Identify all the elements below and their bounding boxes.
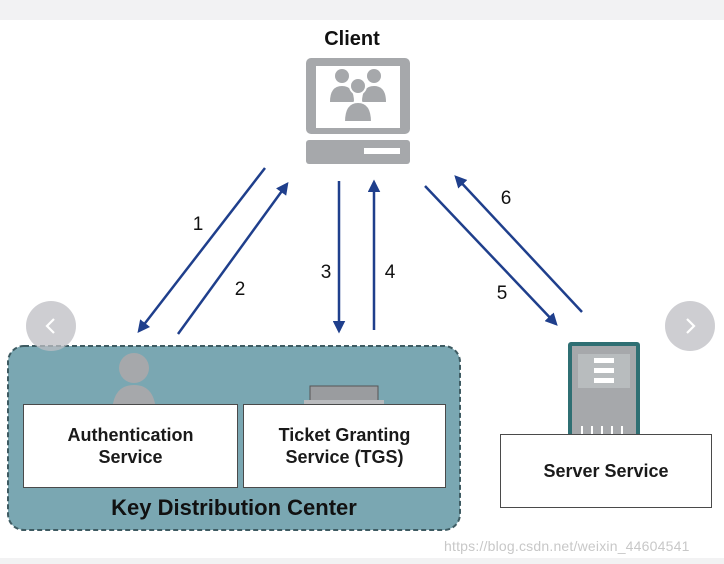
chevron-right-icon — [686, 318, 696, 334]
arrow-step-5 — [424, 185, 558, 326]
step-number-2: 2 — [234, 279, 246, 300]
server-service-label: Server Service — [543, 461, 669, 481]
users-group-icon — [330, 69, 386, 123]
step-number-3: 3 — [320, 262, 332, 283]
arrow-step-2 — [176, 181, 289, 335]
ticket-granting-service-box: Ticket Granting Service (TGS) — [243, 404, 446, 488]
step-number-5: 5 — [496, 283, 508, 304]
authentication-service-line2: Service — [98, 447, 163, 467]
watermark-text: https://blog.csdn.net/weixin_44604541 — [444, 538, 690, 554]
kdc-label: Key Distribution Center — [111, 495, 357, 520]
arrow-step-6 — [454, 175, 583, 313]
server-icon — [568, 342, 640, 442]
arrow-step-1 — [137, 167, 266, 333]
client-label: Client — [324, 28, 380, 50]
step-number-4: 4 — [384, 262, 396, 283]
next-button[interactable] — [665, 301, 715, 351]
tgs-line2: Service (TGS) — [285, 447, 404, 467]
authentication-service-line1: Authentication — [67, 425, 194, 445]
step-number-1: 1 — [192, 214, 204, 235]
server-service-box: Server Service — [500, 434, 712, 508]
prev-button[interactable] — [26, 301, 76, 351]
chevron-left-icon — [45, 318, 55, 334]
authentication-service-box: Authentication Service — [23, 404, 238, 488]
step-number-6: 6 — [500, 188, 512, 209]
client-computer-icon — [306, 58, 410, 164]
tgs-line1: Ticket Granting — [278, 425, 411, 445]
